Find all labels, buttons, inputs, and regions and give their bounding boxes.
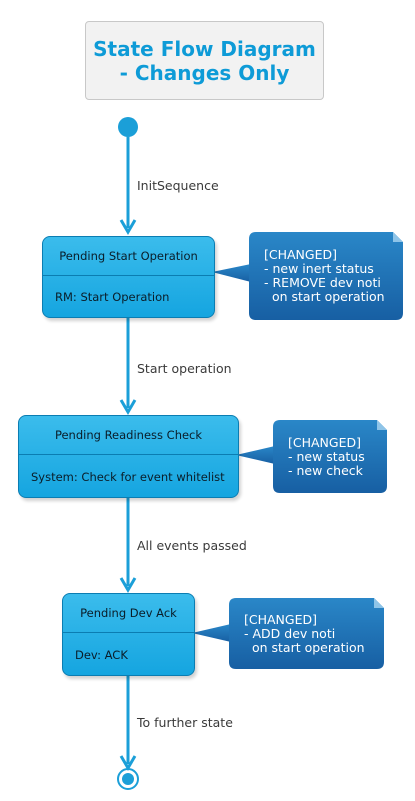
start-node bbox=[118, 117, 138, 137]
end-node bbox=[117, 768, 139, 790]
note-line: - ADD dev noti bbox=[244, 626, 336, 641]
note-text-3: [CHANGED] - ADD dev noti on start operat… bbox=[230, 604, 383, 655]
state-activity: RM: Start Operation bbox=[55, 290, 170, 304]
note-line: [CHANGED] bbox=[288, 435, 361, 450]
diagram-title-line-2: - Changes Only bbox=[119, 60, 290, 85]
diagram-title-box: State Flow Diagram - Changes Only bbox=[85, 21, 324, 100]
transition-label-further-state: To further state bbox=[137, 715, 233, 730]
transition-label-init: InitSequence bbox=[137, 178, 219, 193]
note-line: [CHANGED] bbox=[244, 612, 317, 627]
state-pending-readiness-check: Pending Readiness Check System: Check fo… bbox=[18, 415, 239, 498]
transition-arrow-start-operation bbox=[119, 316, 137, 415]
note-line: - new status bbox=[288, 449, 365, 464]
note-line: on start operation bbox=[264, 289, 385, 304]
state-activity: Dev: ACK bbox=[75, 648, 128, 662]
note-text-1: [CHANGED] - new inert status - REMOVE de… bbox=[250, 239, 402, 304]
state-name: Pending Dev Ack bbox=[63, 594, 194, 633]
state-name: Pending Readiness Check bbox=[19, 416, 238, 455]
diagram-title-line-1: State Flow Diagram bbox=[93, 36, 316, 61]
state-pending-dev-ack: Pending Dev Ack Dev: ACK bbox=[62, 593, 195, 676]
note-line: [CHANGED] bbox=[264, 247, 337, 262]
note-line: on start operation bbox=[244, 640, 365, 655]
transition-arrow-init bbox=[119, 137, 137, 235]
state-pending-start-operation: Pending Start Operation RM: Start Operat… bbox=[42, 236, 215, 318]
note-line: - REMOVE dev noti bbox=[264, 275, 381, 290]
note-text-2: [CHANGED] - new status - new check bbox=[274, 427, 386, 478]
transition-arrow-further-state bbox=[119, 674, 137, 771]
transition-label-start-operation: Start operation bbox=[137, 361, 232, 376]
transition-label-events-passed: All events passed bbox=[137, 538, 247, 553]
state-name: Pending Start Operation bbox=[43, 237, 214, 276]
note-shape-1 bbox=[212, 232, 403, 320]
note-shape-2 bbox=[236, 420, 387, 493]
note-shape-3 bbox=[192, 598, 384, 669]
note-line: - new inert status bbox=[264, 261, 374, 276]
note-line: - new check bbox=[288, 463, 363, 478]
transition-arrow-events-passed bbox=[119, 496, 137, 593]
state-activity: System: Check for event whitelist bbox=[31, 470, 225, 484]
